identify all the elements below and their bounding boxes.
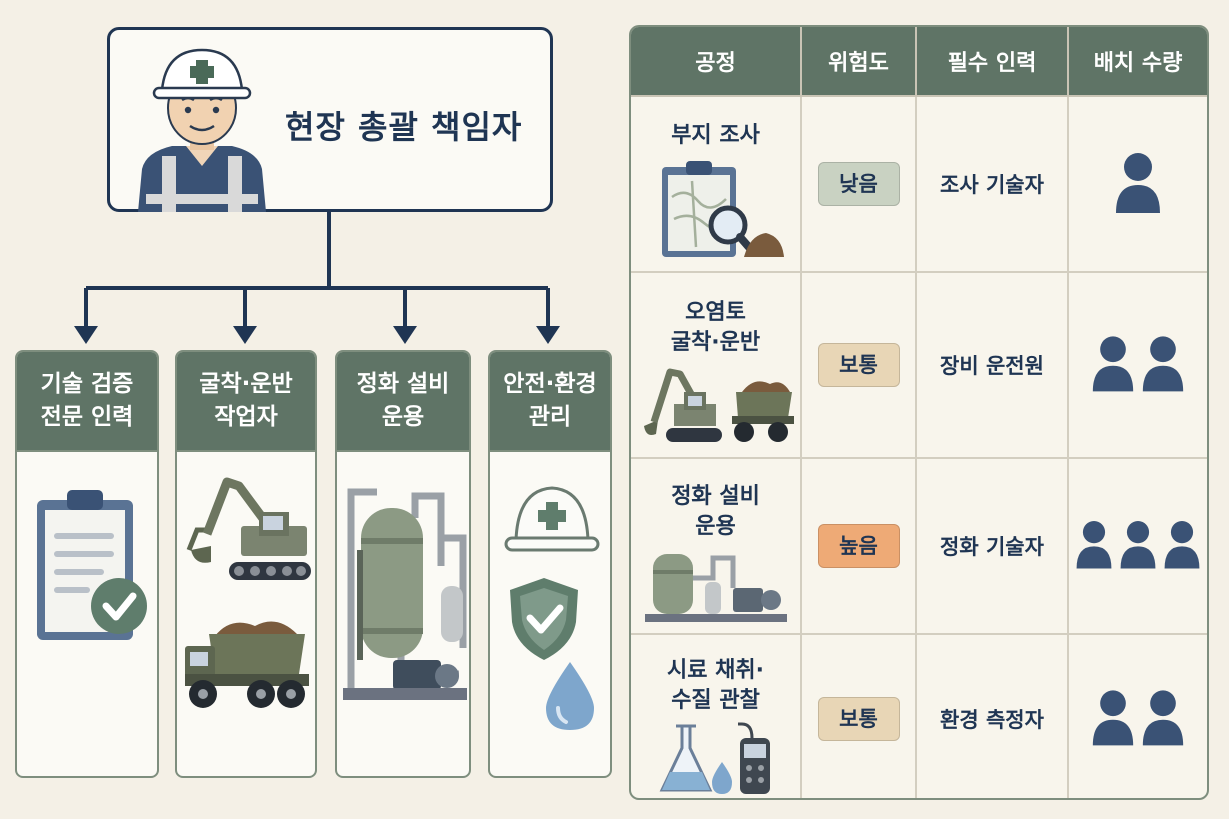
process-name: 오염토 굴착·운반 bbox=[670, 300, 761, 355]
role-title: 안전·환경 관리 bbox=[490, 352, 610, 452]
treatment-plant-icon bbox=[343, 488, 467, 700]
table-row: 시료 채취· 수질 관찰 보통 환경 측정자 bbox=[631, 634, 1207, 798]
role-purification: 정화 설비 운용 bbox=[335, 350, 471, 778]
process-cell: 부지 조사 bbox=[631, 96, 802, 273]
header-count: 배치 수량 bbox=[1068, 27, 1207, 97]
process-name: 정화 설비 운용 bbox=[671, 484, 760, 539]
process-table: 공정 위험도 필수 인력 배치 수량 부지 조사 bbox=[629, 25, 1209, 800]
header-risk: 위험도 bbox=[801, 27, 917, 97]
table-row: 정화 설비 운용 높음 정화 기술자 bbox=[631, 458, 1207, 635]
staff-role: 조사 기술자 bbox=[940, 173, 1044, 197]
count-cell bbox=[1068, 96, 1207, 273]
process-cell: 오염토 굴착·운반 bbox=[631, 272, 802, 459]
role-title: 정화 설비 운용 bbox=[337, 352, 469, 452]
person-icon bbox=[1120, 520, 1156, 569]
process-name: 부지 조사 bbox=[671, 123, 760, 148]
table-row: 부지 조사 낮음 조사 기술자 bbox=[631, 96, 1207, 273]
risk-badge: 보통 bbox=[817, 697, 900, 741]
risk-cell: 낮음 bbox=[801, 96, 917, 273]
plant-equipment-icon bbox=[644, 554, 787, 622]
risk-badge: 보통 bbox=[817, 343, 900, 387]
risk-cell: 보통 bbox=[801, 634, 917, 798]
risk-cell: 높음 bbox=[801, 458, 917, 635]
excavator-icon bbox=[186, 477, 311, 580]
header-process: 공정 bbox=[631, 27, 802, 97]
role-title: 기술 검증 전문 인력 bbox=[17, 352, 157, 452]
person-icon bbox=[1142, 335, 1184, 391]
leader-title: 현장 총괄 책임자 bbox=[285, 108, 523, 146]
role-safety: 안전·환경 관리 bbox=[488, 350, 612, 778]
org-connectors bbox=[74, 212, 560, 344]
count-cell bbox=[1068, 458, 1207, 635]
process-cell: 시료 채취· 수질 관찰 bbox=[631, 634, 802, 798]
map-magnifier-icon bbox=[661, 161, 784, 257]
staff-cell: 조사 기술자 bbox=[916, 96, 1069, 273]
count-cell bbox=[1068, 634, 1207, 798]
role-tech: 기술 검증 전문 인력 bbox=[15, 350, 159, 778]
risk-cell: 보통 bbox=[801, 272, 917, 459]
staff-role: 정화 기술자 bbox=[940, 535, 1044, 559]
header-staff: 필수 인력 bbox=[916, 27, 1069, 97]
person-count bbox=[1075, 517, 1201, 571]
worker-hardhat-icon bbox=[138, 48, 266, 212]
role-excavation: 굴착·운반 작업자 bbox=[175, 350, 317, 778]
risk-badge: 높음 bbox=[817, 524, 900, 568]
staff-cell: 장비 운전원 bbox=[916, 272, 1069, 459]
person-icon bbox=[1092, 689, 1134, 745]
flask-meter-icon bbox=[659, 722, 770, 794]
person-count bbox=[1114, 151, 1162, 213]
process-cell: 정화 설비 운용 bbox=[631, 458, 802, 635]
staff-cell: 환경 측정자 bbox=[916, 634, 1069, 798]
staff-role: 장비 운전원 bbox=[940, 354, 1044, 378]
leader-box: 현장 총괄 책임자 bbox=[107, 27, 553, 212]
process-name: 시료 채취· 수질 관찰 bbox=[667, 658, 764, 713]
risk-badge: 낮음 bbox=[817, 162, 900, 206]
person-count bbox=[1091, 688, 1185, 746]
person-count bbox=[1091, 334, 1185, 392]
shield-check-icon bbox=[510, 578, 578, 660]
excavator-truck-icon bbox=[643, 368, 794, 442]
person-icon bbox=[1076, 520, 1112, 569]
person-icon bbox=[1142, 689, 1184, 745]
water-drop-icon bbox=[546, 662, 594, 730]
person-icon bbox=[1116, 152, 1160, 213]
table-row: 오염토 굴착·운반 보통 bbox=[631, 272, 1207, 459]
hardhat-icon bbox=[504, 486, 600, 552]
staff-role: 환경 측정자 bbox=[940, 708, 1044, 732]
staff-cell: 정화 기술자 bbox=[916, 458, 1069, 635]
person-icon bbox=[1092, 335, 1134, 391]
dump-truck-icon bbox=[185, 621, 309, 708]
person-icon bbox=[1164, 520, 1200, 569]
count-cell bbox=[1068, 272, 1207, 459]
role-title: 굴착·운반 작업자 bbox=[177, 352, 315, 452]
table-header-row: 공정 위험도 필수 인력 배치 수량 bbox=[631, 27, 1207, 97]
clipboard-check-icon bbox=[37, 490, 147, 640]
